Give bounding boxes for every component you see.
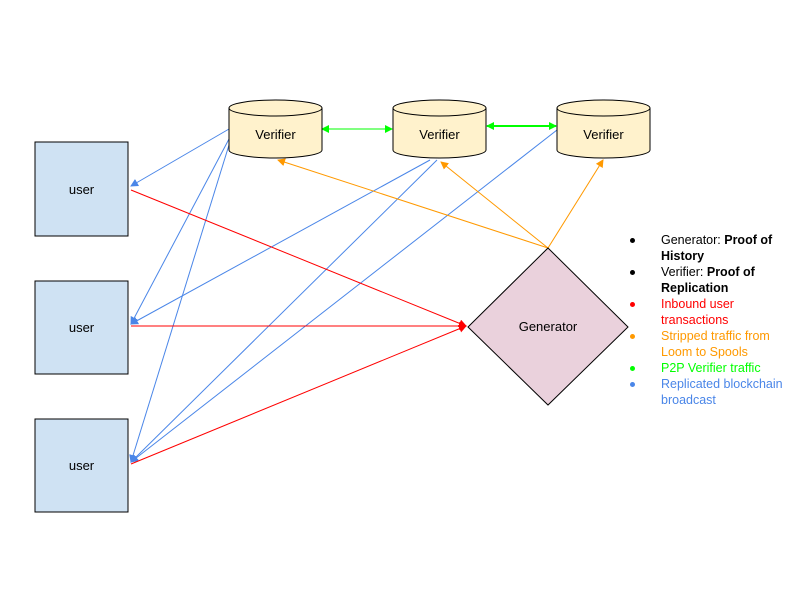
user-label: user bbox=[69, 182, 95, 197]
legend-item: Stripped traffic from Loom to Spools bbox=[628, 328, 798, 360]
verifier-node: Verifier bbox=[392, 99, 487, 159]
legend-bullet-icon bbox=[630, 302, 635, 307]
user-node: user bbox=[34, 418, 129, 513]
legend-bullet-icon bbox=[630, 270, 635, 275]
legend-text-prefix: Inbound user transactions bbox=[661, 297, 734, 327]
user-label: user bbox=[69, 458, 95, 473]
legend-bullet-icon bbox=[630, 382, 635, 387]
legend-text: Verifier: Proof of Replication bbox=[661, 264, 798, 296]
verifier-node: Verifier bbox=[228, 99, 323, 159]
legend-item: P2P Verifier traffic bbox=[628, 360, 798, 376]
verifier-label: Verifier bbox=[419, 127, 460, 142]
legend-text-prefix: Generator: bbox=[661, 233, 725, 247]
user-node: user bbox=[34, 280, 129, 375]
legend-text: Replicated blockchain broadcast bbox=[661, 376, 798, 408]
generator-label: Generator bbox=[519, 319, 578, 334]
orange-stripped-edges bbox=[277, 158, 604, 249]
legend-item: Verifier: Proof of Replication bbox=[628, 264, 798, 296]
red-inbound-edges bbox=[130, 189, 467, 465]
verifier-label: Verifier bbox=[583, 127, 624, 142]
edge-gen-v2 bbox=[440, 161, 549, 249]
edge-v1-user1 bbox=[130, 128, 230, 187]
legend-text-bold: Proof of History bbox=[661, 233, 773, 263]
edge-v1-user2 bbox=[130, 138, 230, 325]
legend-text-prefix: P2P Verifier traffic bbox=[661, 361, 761, 375]
legend-text: Stripped traffic from Loom to Spools bbox=[661, 328, 798, 360]
verifier-node: Verifier bbox=[556, 99, 651, 159]
legend-text-bold: Proof of Replication bbox=[661, 265, 755, 295]
edge-v2-user3 bbox=[130, 159, 438, 463]
legend-text-prefix: Stripped traffic from Loom to Spools bbox=[661, 329, 770, 359]
legend-text: Inbound user transactions bbox=[661, 296, 798, 328]
green-p2p-edges bbox=[321, 122, 557, 133]
legend-item: Inbound user transactions bbox=[628, 296, 798, 328]
edge-gen-v3 bbox=[547, 159, 604, 249]
edge-user1-gen bbox=[130, 189, 467, 328]
user-label: user bbox=[69, 320, 95, 335]
blue-broadcast-edges bbox=[129, 128, 558, 463]
edge-v3-user3 bbox=[130, 129, 558, 463]
user-node: user bbox=[34, 141, 129, 237]
legend-text-prefix: Verifier: bbox=[661, 265, 707, 279]
legend-bullet-icon bbox=[630, 366, 635, 371]
verifier-label: Verifier bbox=[255, 127, 296, 142]
edge-v2-user2 bbox=[130, 159, 431, 325]
edge-v1-user3 bbox=[129, 144, 230, 463]
legend-text: P2P Verifier traffic bbox=[661, 360, 798, 376]
edge-gen-v1 bbox=[277, 158, 549, 249]
legend-item: Replicated blockchain broadcast bbox=[628, 376, 798, 408]
edge-user3-gen bbox=[130, 324, 467, 465]
legend-item: Generator: Proof of History bbox=[628, 232, 798, 264]
legend-text: Generator: Proof of History bbox=[661, 232, 798, 264]
legend-text-prefix: Replicated blockchain broadcast bbox=[661, 377, 783, 407]
legend-bullet-icon bbox=[630, 238, 635, 243]
legend-bullet-icon bbox=[630, 334, 635, 339]
generator-node: Generator bbox=[467, 247, 629, 406]
